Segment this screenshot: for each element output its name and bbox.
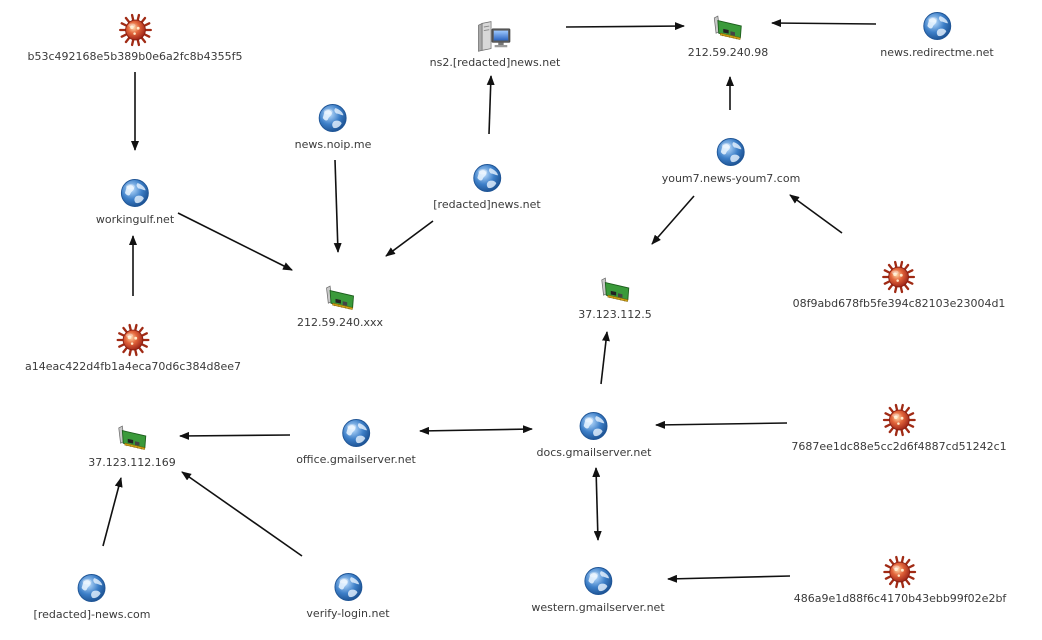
- network-card-icon: [714, 15, 742, 40]
- malware-icon: [883, 555, 917, 589]
- node-noip[interactable]: news.noip.me: [294, 100, 372, 151]
- edge-redactednews-to-ipxxx: [385, 220, 434, 257]
- node-a14[interactable]: a14eac422d4fb1a4eca70d6c384d8ee7: [25, 322, 241, 373]
- edge-docs-to-ip5: [600, 331, 610, 385]
- node-ipxxx[interactable]: 212.59.240.xxx: [297, 278, 383, 329]
- edge-ns2-to-ip98: [565, 22, 685, 31]
- node-label: 7687ee1dc88e5cc2d6f4887cd51242c1: [791, 440, 1007, 453]
- node-ip169[interactable]: 37.123.112.169: [88, 418, 176, 469]
- node-label: 212.59.240.xxx: [296, 316, 384, 329]
- globe-icon: [78, 574, 106, 602]
- node-label: 37.123.112.5: [578, 308, 652, 321]
- node-ip98[interactable]: 212.59.240.98: [688, 8, 768, 59]
- node-label: b53c492168e5b389b0e6a2fc8b4355f5: [27, 50, 243, 63]
- edge-m486-to-western: [667, 574, 791, 583]
- node-m486[interactable]: 486a9e1d88f6c4170b43ebb99f02e2bf: [793, 554, 1007, 605]
- network-card-icon: [601, 277, 629, 302]
- edge-docs-to-western: [592, 467, 602, 541]
- globe-icon: [473, 164, 501, 192]
- node-b53[interactable]: b53c492168e5b389b0e6a2fc8b4355f5: [27, 12, 243, 63]
- edge-m768-to-docs: [655, 420, 788, 429]
- node-ip5[interactable]: 37.123.112.5: [578, 270, 652, 321]
- node-verify[interactable]: verify-login.net: [306, 569, 390, 620]
- edge-workingulf-to-ipxxx: [177, 212, 293, 271]
- globe-icon: [334, 573, 362, 601]
- edge-verify-to-ip169: [181, 471, 303, 557]
- node-youm7[interactable]: youm7.news-youm7.com: [661, 134, 801, 185]
- globe-icon: [717, 138, 745, 166]
- node-label: workingulf.net: [95, 213, 175, 226]
- globe-icon: [342, 419, 370, 447]
- node-docs[interactable]: docs.gmailserver.net: [536, 408, 652, 459]
- malware-icon: [116, 323, 150, 357]
- node-workingulf[interactable]: workingulf.net: [96, 175, 174, 226]
- node-label: 08f9abd678fb5fe394c82103e23004d1: [792, 297, 1006, 310]
- network-card-icon: [326, 285, 354, 310]
- edge-office-to-docs: [419, 425, 533, 435]
- globe-icon: [121, 179, 149, 207]
- edge-m08f-to-youm7: [789, 194, 843, 234]
- node-label: 486a9e1d88f6c4170b43ebb99f02e2bf: [793, 592, 1007, 605]
- node-label: office.gmailserver.net: [296, 453, 416, 466]
- node-label: 37.123.112.169: [88, 456, 176, 469]
- node-m768[interactable]: 7687ee1dc88e5cc2d6f4887cd51242c1: [791, 402, 1007, 453]
- node-label: [redacted]news.net: [433, 198, 541, 211]
- edge-redactednews-to-ns2: [486, 75, 495, 135]
- node-label: [redacted]-news.com: [33, 608, 151, 621]
- network-card-icon: [118, 425, 146, 450]
- edge-youm7-to-ip5: [651, 195, 695, 245]
- node-label: 212.59.240.98: [687, 46, 769, 59]
- node-label: docs.gmailserver.net: [536, 446, 652, 459]
- node-redirectme[interactable]: news.redirectme.net: [880, 8, 994, 59]
- node-label: a14eac422d4fb1a4eca70d6c384d8ee7: [25, 360, 241, 373]
- globe-icon: [923, 12, 951, 40]
- edge-redactedcom-to-ip169: [102, 477, 123, 547]
- node-redactedcom[interactable]: [redacted]-news.com: [33, 570, 151, 621]
- node-label: western.gmailserver.net: [531, 601, 665, 614]
- edge-noip-to-ipxxx: [333, 159, 342, 253]
- node-ns2[interactable]: ns2.[redacted]news.net: [429, 18, 561, 69]
- edge-redirectme-to-ip98: [771, 19, 877, 28]
- malware-icon: [118, 13, 152, 47]
- node-label: news.redirectme.net: [880, 46, 994, 59]
- globe-icon: [319, 104, 347, 132]
- edges: [102, 19, 877, 583]
- malware-icon: [882, 403, 916, 437]
- node-redactednews[interactable]: [redacted]news.net: [433, 160, 541, 211]
- globe-icon: [584, 567, 612, 595]
- node-label: verify-login.net: [306, 607, 390, 620]
- node-western[interactable]: western.gmailserver.net: [531, 563, 665, 614]
- edge-office-to-ip169: [179, 431, 291, 440]
- node-m08f[interactable]: 08f9abd678fb5fe394c82103e23004d1: [792, 259, 1006, 310]
- node-office[interactable]: office.gmailserver.net: [296, 415, 416, 466]
- malware-icon: [882, 260, 916, 294]
- node-label: news.noip.me: [294, 138, 372, 151]
- node-label: youm7.news-youm7.com: [661, 172, 801, 185]
- server-computer-icon: [478, 21, 511, 52]
- globe-icon: [580, 412, 608, 440]
- node-label: ns2.[redacted]news.net: [429, 56, 561, 69]
